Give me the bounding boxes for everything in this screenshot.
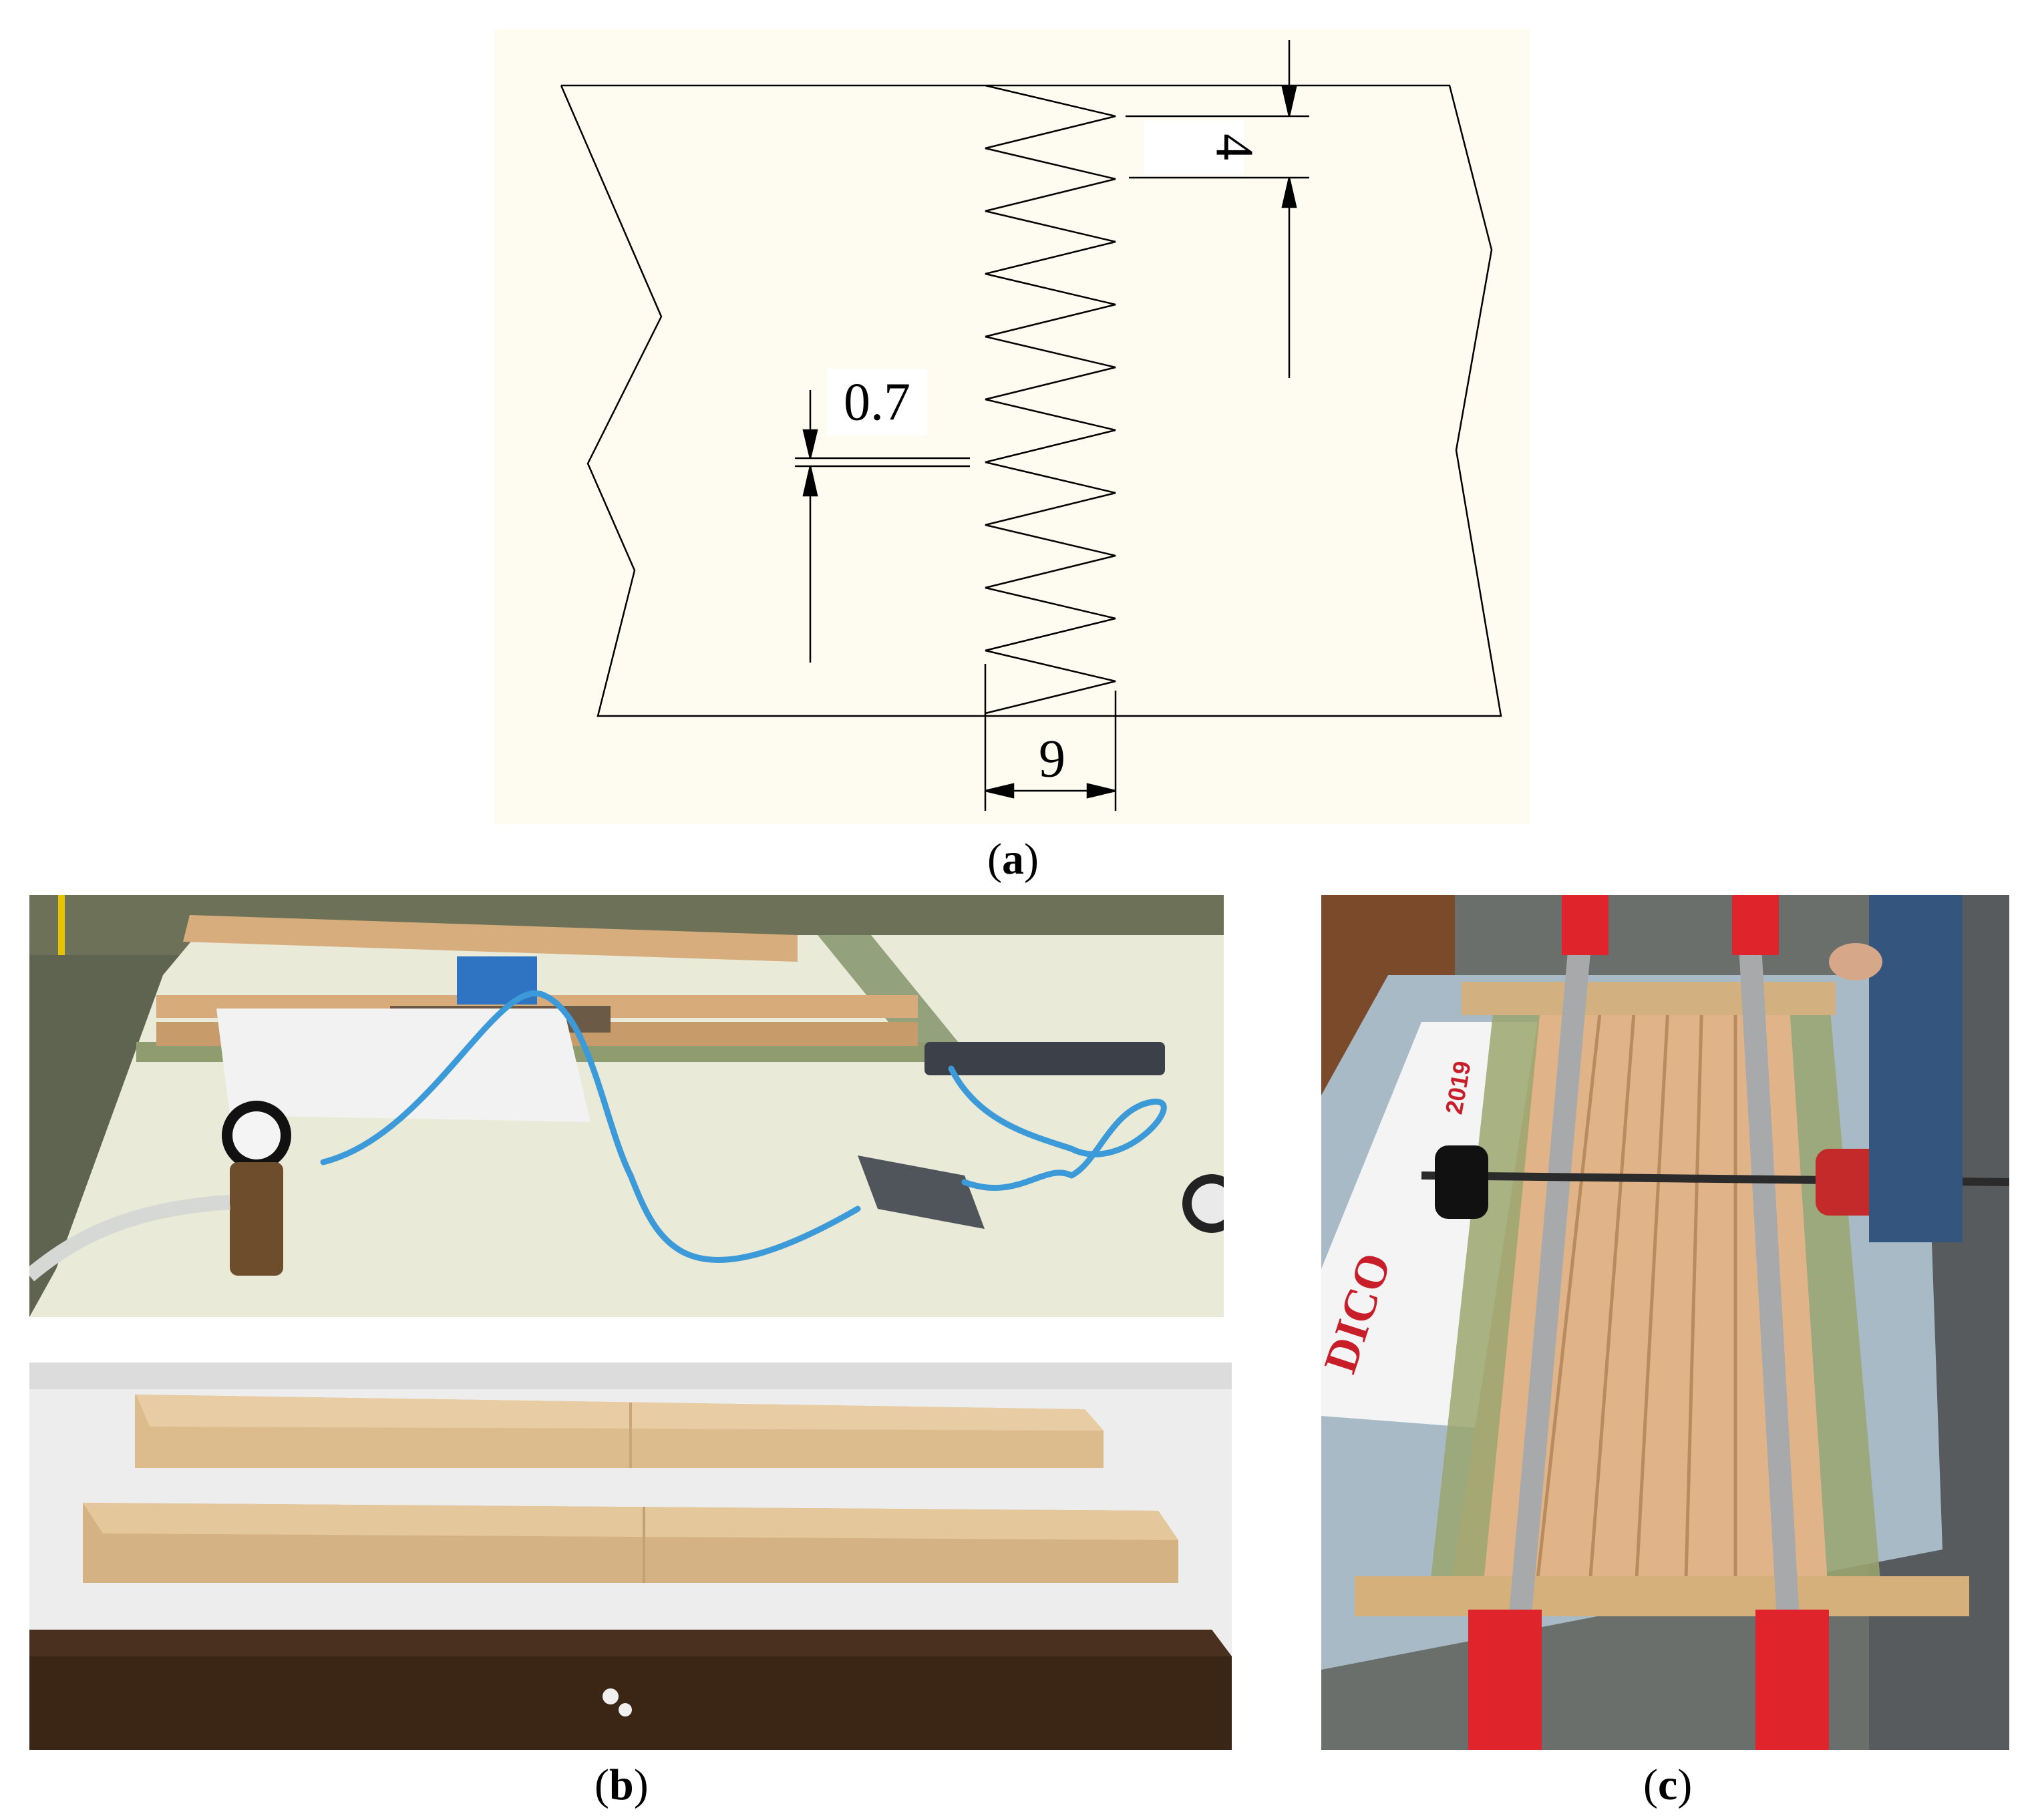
hose-3	[948, 1065, 1167, 1179]
wood-strip-top	[183, 915, 798, 962]
tipgap-arrow-top	[802, 429, 818, 459]
caption-c-letter: c	[1657, 1761, 1678, 1809]
length-label: 9	[1039, 729, 1065, 788]
pitch-arrow-bottom	[1281, 177, 1297, 208]
caption-b: (b)	[595, 1761, 649, 1809]
clamp-top-right	[1732, 895, 1779, 955]
length-label-bg	[1029, 735, 1075, 785]
hose-2	[627, 1172, 861, 1263]
tipgap-label-bg	[827, 369, 927, 435]
tipgap-label: 0.7	[844, 373, 910, 431]
finger-profile	[985, 84, 1116, 715]
clamp-bottom-right	[1755, 1610, 1829, 1750]
pitch-label: 4	[1205, 134, 1264, 160]
clamp-bottom-left	[1468, 1610, 1542, 1750]
beam-top	[1462, 982, 1836, 1015]
hose-1	[320, 990, 634, 1179]
photo-specimens	[29, 1362, 1232, 1750]
rig-frame	[818, 935, 965, 1050]
left-member-outline	[560, 84, 1002, 717]
hose-4	[961, 1169, 1075, 1192]
photo-clamping: DICO 2019	[1321, 895, 2009, 1750]
finger-joint-drawing-svg: 4 0.7 9	[560, 40, 1502, 811]
pitch-arrow-top	[1281, 85, 1297, 117]
specimen-3	[29, 1630, 1232, 1750]
beam-bottom	[1355, 1576, 1969, 1616]
caption-b-letter: b	[609, 1761, 634, 1809]
caption-a-letter: a	[1001, 835, 1024, 884]
right-member-outline	[1002, 84, 1502, 717]
tipgap-arrow-bottom	[802, 466, 818, 497]
pitch-label-bg	[1144, 120, 1244, 175]
person	[1869, 895, 1963, 1242]
caption-c: (c)	[1643, 1761, 1693, 1809]
clamp-top-left	[1562, 895, 1609, 955]
length-arrow-right	[1086, 783, 1116, 799]
valve-block	[858, 1155, 985, 1229]
caption-a: (a)	[987, 835, 1039, 884]
finger-joint-drawing: 4 0.7 9	[494, 29, 1530, 824]
photo-test-rig	[29, 895, 1224, 1317]
pneumatic-cylinder	[924, 1042, 1165, 1075]
table-top	[29, 935, 1224, 1317]
length-arrow-left	[985, 783, 1015, 799]
